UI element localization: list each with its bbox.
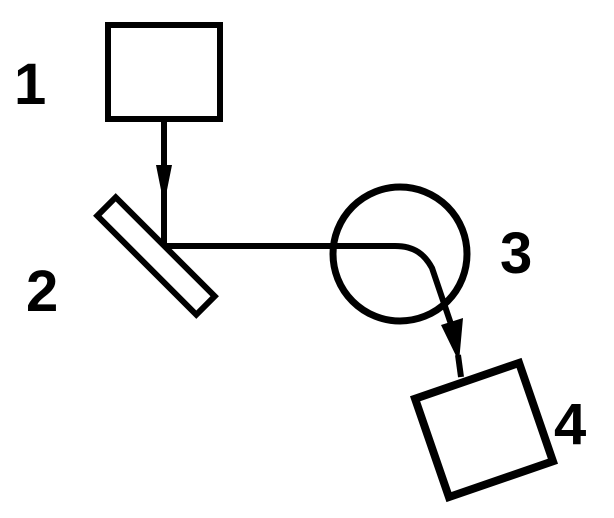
label-mirror: 2: [26, 259, 58, 324]
detector-box: [409, 357, 559, 503]
beam-arrow-to-detector: [455, 354, 464, 378]
beam-mirror-to-ring: [164, 243, 456, 331]
arrowhead-diagonal-icon: [441, 318, 463, 362]
label-ring: 3: [500, 221, 532, 286]
source-box: [105, 22, 223, 122]
arrowhead-down-icon: [156, 165, 172, 205]
label-source: 1: [14, 52, 46, 117]
label-detector: 4: [554, 392, 586, 457]
mirror-element: [93, 193, 219, 319]
ring-element: [329, 183, 471, 325]
